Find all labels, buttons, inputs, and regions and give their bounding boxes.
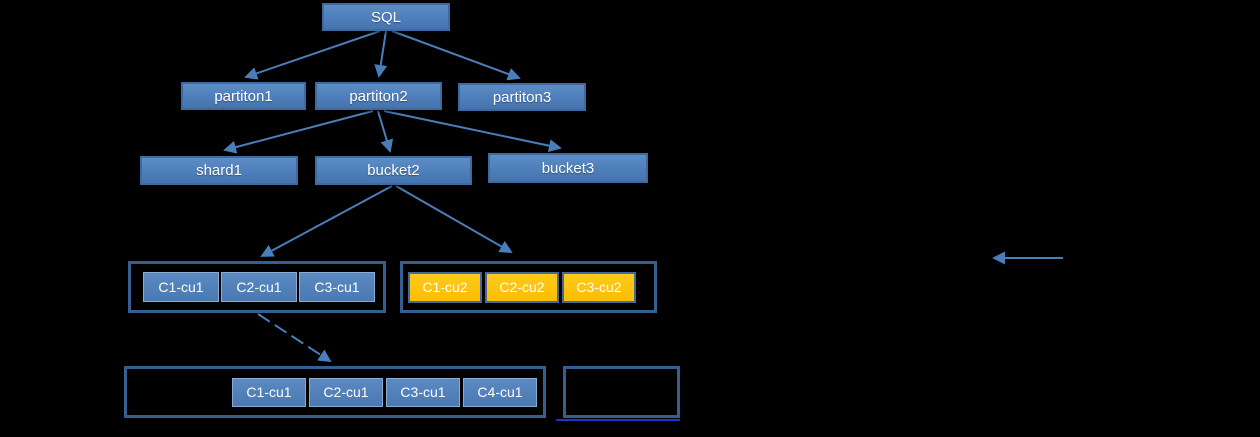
cu-group-bucket2-cu2: C1-cu2 C2-cu2 C3-cu2 <box>400 261 657 313</box>
node-partition3: partiton3 <box>458 83 586 111</box>
node-bucket3: bucket3 <box>488 153 648 183</box>
edge-partition2-bucket3 <box>383 110 562 153</box>
cu-cell: C1-cu1 <box>143 272 219 302</box>
edge-partition2-shard1 <box>223 110 374 154</box>
empty-group-box <box>563 366 680 418</box>
edge-bucket2-cu1-group <box>260 185 393 257</box>
edge-bucket2-cu2-group <box>395 185 513 253</box>
node-partition1: partiton1 <box>181 82 306 110</box>
cu-cell: C2-cu1 <box>309 377 383 407</box>
cu-cell-orange: C3-cu2 <box>562 271 636 303</box>
edge-sql-partition1 <box>244 30 381 80</box>
cu-cell-orange: C1-cu2 <box>408 271 482 303</box>
cu-cell: C3-cu1 <box>386 377 460 407</box>
node-bucket2: bucket2 <box>315 156 472 185</box>
node-partition2: partiton2 <box>315 82 442 110</box>
edge-sql-partition2 <box>374 30 388 78</box>
edge-sql-partition3 <box>391 30 521 81</box>
edge-cu1-group-expanded-dashed <box>257 313 332 363</box>
edge-partition2-bucket2 <box>377 110 394 153</box>
node-sql: SQL <box>322 3 450 31</box>
node-shard1: shard1 <box>140 156 298 185</box>
cu-cell: C3-cu1 <box>299 272 375 302</box>
cu-cell: C1-cu1 <box>232 377 306 407</box>
cu-group-bucket2-cu1: C1-cu1 C2-cu1 C3-cu1 <box>128 261 386 313</box>
cu-group-expanded-cu1: C1-cu1 C2-cu1 C3-cu1 C4-cu1 <box>124 366 546 418</box>
underline-accent <box>556 419 680 421</box>
cu-cell: C4-cu1 <box>463 377 537 407</box>
cu-cell-orange: C2-cu2 <box>485 271 559 303</box>
cu-cell: C2-cu1 <box>221 272 297 302</box>
